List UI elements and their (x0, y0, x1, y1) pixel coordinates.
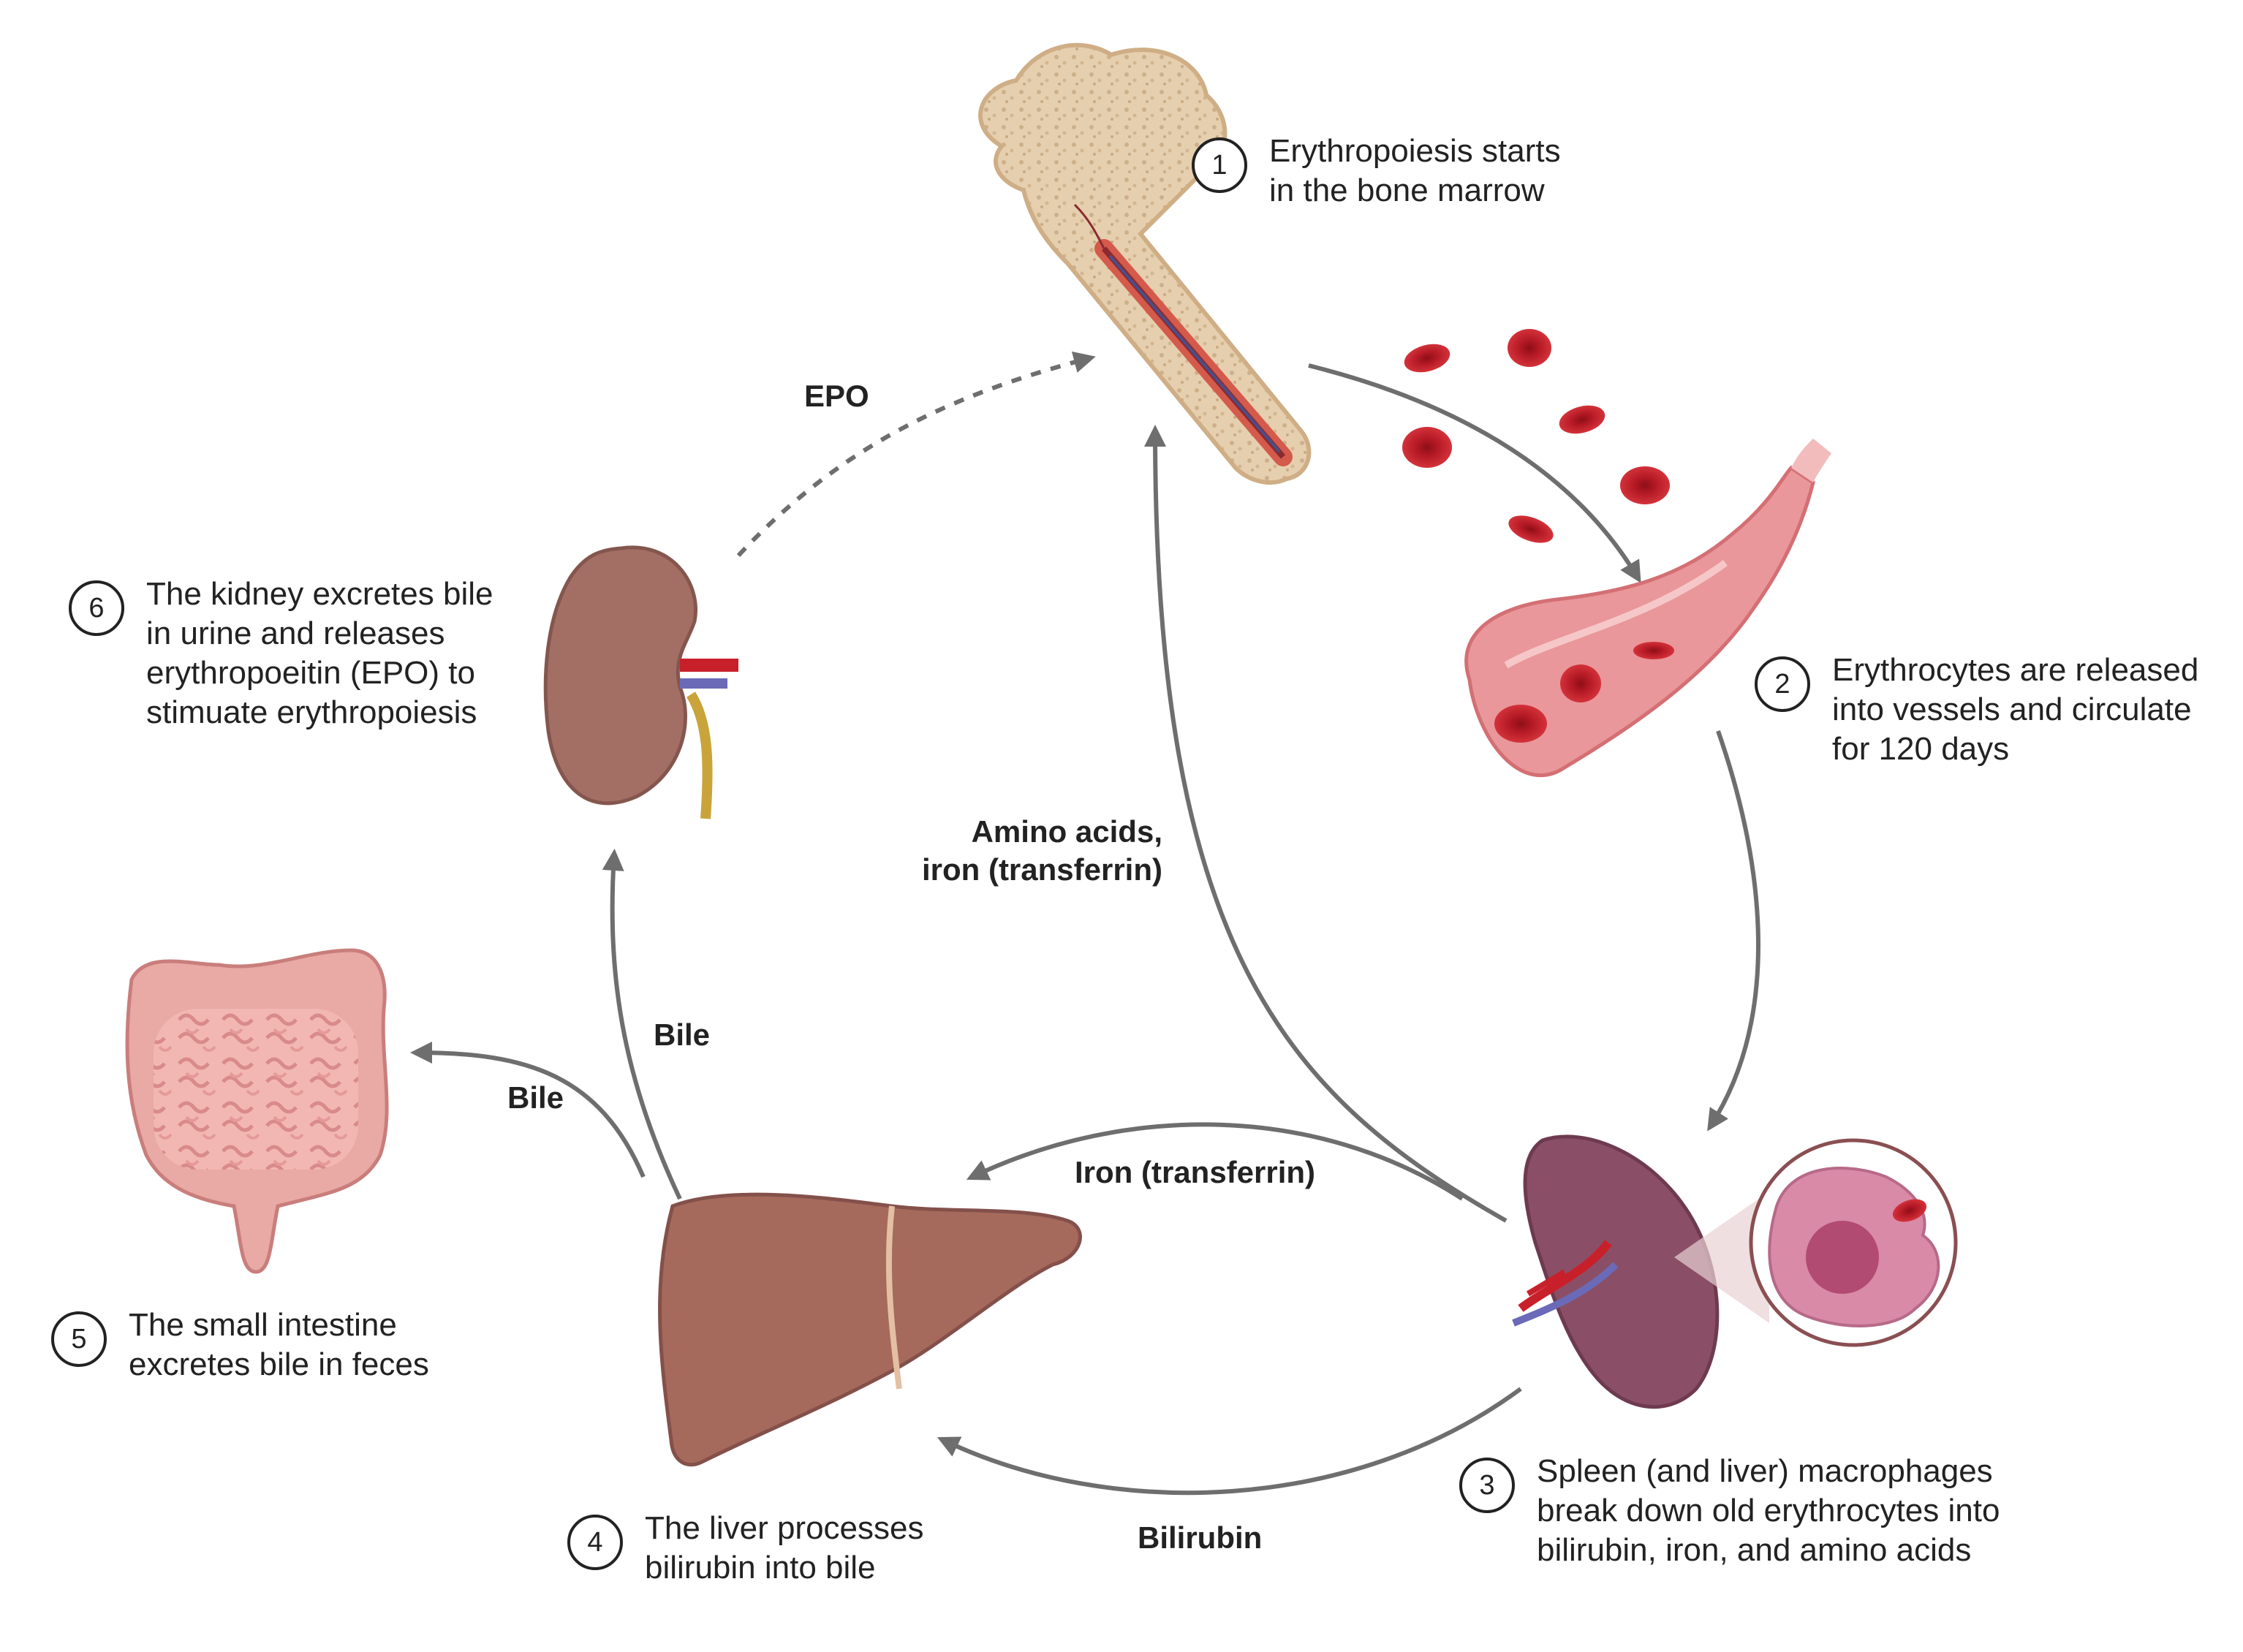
step-2: 2 Erythrocytes are released into vessels… (1755, 651, 2198, 769)
step-6-text: The kidney excretes bile in urine and re… (146, 576, 493, 730)
femur-bone-marrow-icon (978, 42, 1312, 485)
step-4-text: The liver processes bilirubin into bile (645, 1510, 924, 1585)
flow-label-bile-to-intestine: Bile (507, 1080, 564, 1115)
spleen-icon (1512, 1134, 1720, 1409)
step-1-text: Erythropoiesis starts in the bone marrow (1269, 133, 1561, 208)
step-2-text: Erythrocytes are released into vessels a… (1832, 652, 2199, 767)
arrow-bone-to-vessel (1308, 363, 1641, 583)
arrow-liver-to-kidney (602, 849, 682, 1200)
flow-arrows (410, 351, 1760, 1496)
step-1-badge: 1 (1192, 137, 1247, 193)
flow-label-amino-iron: Amino acids, iron (transferrin) (921, 814, 1162, 887)
step-3: 3 Spleen (and liver) macrophages break d… (1459, 1452, 2000, 1570)
step-3-badge: 3 (1459, 1458, 1515, 1513)
macrophage-icon (1674, 1138, 1958, 1347)
step-3-text: Spleen (and liver) macrophages break dow… (1537, 1453, 2000, 1568)
step-5-text: The small intestine excretes bile in fec… (129, 1307, 429, 1382)
step-5: 5 The small intestine excretes bile in f… (51, 1306, 429, 1384)
step-6: 6 The kidney excretes bile in urine and … (69, 575, 493, 732)
kidney-icon (543, 545, 738, 819)
step-5-badge: 5 (51, 1311, 107, 1367)
red-blood-cells-icon (1402, 329, 1670, 543)
blood-vessel-icon (1464, 439, 1831, 778)
flow-label-bile-to-kidney: Bile (654, 1018, 711, 1052)
arrow-spleen-to-liver-bilirubin (937, 1387, 1522, 1496)
arrow-spleen-to-bone (1144, 425, 1508, 1223)
step-1: 1 Erythropoiesis starts in the bone marr… (1192, 132, 1561, 211)
step-4-badge: 4 (567, 1515, 623, 1570)
step-6-badge: 6 (69, 580, 124, 636)
arrow-kidney-to-bone-epo (736, 351, 1096, 558)
arrow-vessel-to-spleen (1707, 730, 1760, 1132)
liver-icon (658, 1192, 1082, 1467)
arrow-spleen-to-liver-iron (966, 1122, 1464, 1201)
step-2-badge: 2 (1755, 656, 1810, 712)
flow-label-iron: Iron (transferrin) (1075, 1155, 1316, 1189)
intestine-icon (125, 948, 389, 1274)
flow-label-epo: EPO (804, 379, 869, 413)
flow-label-bilirubin: Bilirubin (1138, 1520, 1263, 1555)
arrow-liver-to-intestine (410, 1042, 646, 1178)
step-4: 4 The liver processes bilirubin into bil… (567, 1509, 923, 1588)
